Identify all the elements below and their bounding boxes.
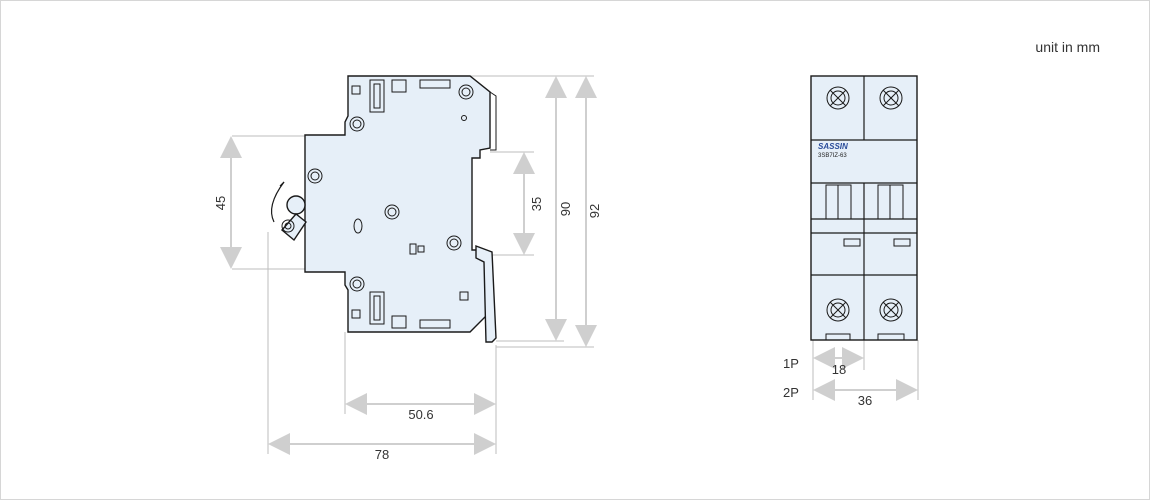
dim-label-92: 92 — [587, 204, 602, 218]
dim-arrow-92 — [575, 76, 597, 347]
dim-label-18: 18 — [832, 362, 846, 377]
row-label-2p: 2P — [783, 385, 799, 400]
breaker-front-body: SASSIN 3SB7IZ-63 — [810, 75, 918, 341]
brand-logo: SASSIN — [818, 142, 848, 151]
dim-arrow-45 — [220, 136, 242, 269]
dim-label-90: 90 — [558, 202, 573, 216]
model-number: 3SB7IZ-63 — [818, 153, 847, 159]
extension-lines — [232, 75, 594, 454]
dim-arrow-78 — [268, 433, 496, 455]
dim-label-45: 45 — [213, 196, 228, 210]
side-view: 45 35 90 92 50.6 78 — [213, 75, 602, 462]
front-view: SASSIN 3SB7IZ-63 1P 18 2P 36 — [783, 75, 919, 408]
dim-label-78: 78 — [375, 447, 389, 462]
dim-label-50-6: 50.6 — [408, 407, 433, 422]
dim-arrow-1p — [813, 347, 864, 369]
row-label-1p: 1P — [783, 356, 799, 371]
dim-arrow-90 — [545, 76, 567, 341]
dim-label-35: 35 — [529, 197, 544, 211]
dim-label-36: 36 — [858, 393, 872, 408]
dim-arrow-35 — [513, 152, 535, 255]
dim-arrow-2p — [813, 379, 918, 401]
dim-arrow-50-6 — [345, 393, 496, 415]
breaker-side-body — [271, 75, 497, 343]
unit-note: unit in mm — [1035, 39, 1100, 55]
